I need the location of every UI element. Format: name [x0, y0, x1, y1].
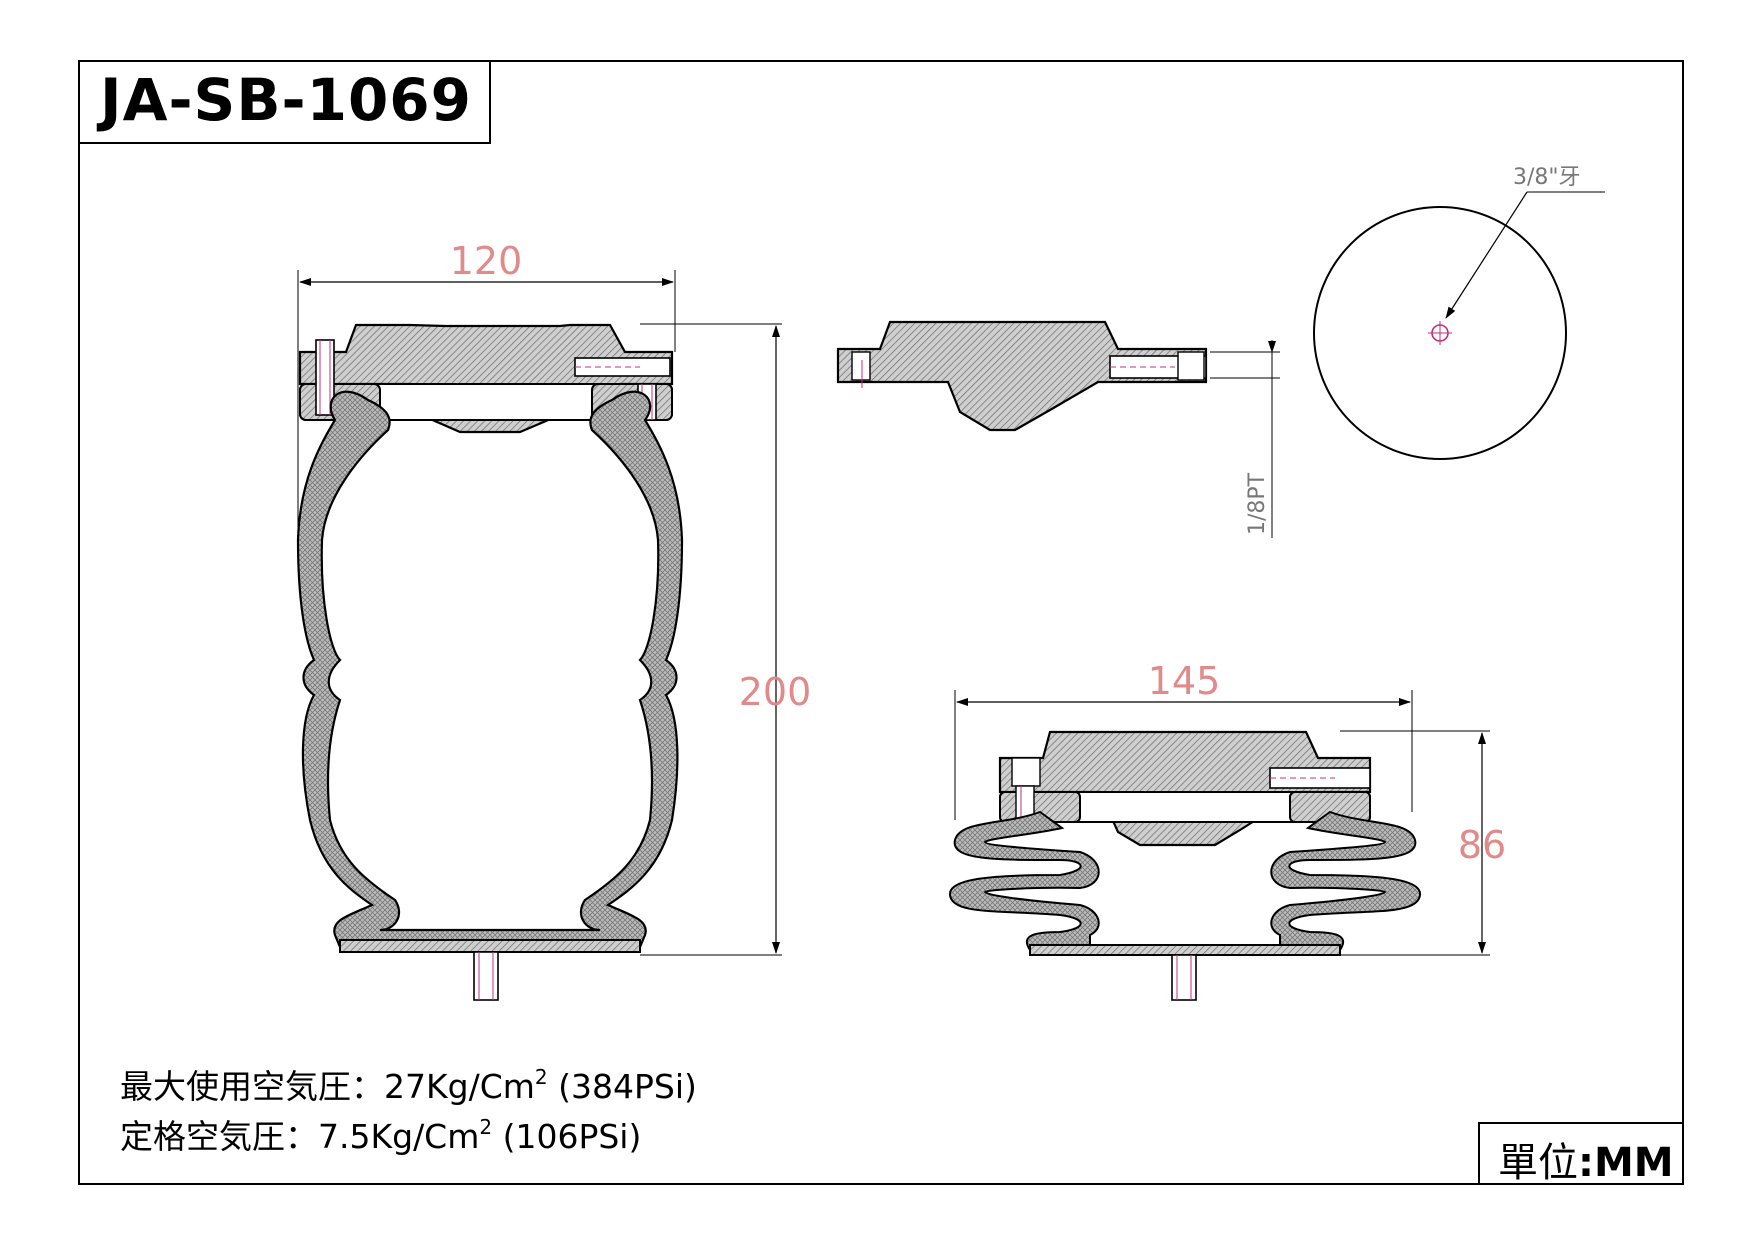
top-view-circle: 3/8"牙	[1313, 165, 1605, 460]
top-plate-detail: 1/8PT	[836, 320, 1280, 538]
fold-right	[1270, 810, 1421, 951]
front-view-compressed: 145 86	[949, 659, 1506, 1001]
compressed-stud	[1171, 954, 1197, 1001]
max-pressure-spec: 最大使用空気圧：27Kg/Cm2 (384PSi)	[120, 1060, 697, 1108]
unit-box: 單位:MM	[1478, 1122, 1684, 1188]
rated-pressure-spec: 定格空気圧：7.5Kg/Cm2 (106PSi)	[120, 1110, 641, 1158]
unit-value: :MM	[1578, 1140, 1674, 1186]
port-note: 1/8PT	[1245, 472, 1270, 535]
drawing-frame	[78, 60, 1684, 1185]
dim-height: 200	[739, 670, 812, 714]
max-pressure-sup: 2	[534, 1065, 548, 1089]
front-view-extended: 120 200	[296, 239, 812, 1001]
part-number-title: JA-SB-1069	[100, 66, 473, 134]
fold-left	[949, 810, 1100, 951]
dim-right-height: 86	[1458, 823, 1506, 867]
unit-text: 單位	[1498, 1140, 1578, 1186]
thread-note: 3/8"牙	[1513, 165, 1581, 190]
detail-plate	[836, 320, 1208, 432]
bottom-plate	[339, 939, 641, 953]
max-pressure-psi: (384PSi)	[547, 1067, 697, 1106]
rated-pressure-psi: (106PSi)	[492, 1117, 642, 1156]
dim-top-width: 120	[450, 239, 523, 283]
bottom-stud	[473, 951, 499, 1001]
title-box: JA-SB-1069	[78, 60, 491, 144]
rated-pressure-label: 定格空気圧：7.5Kg/Cm	[120, 1117, 480, 1156]
bellows-body	[296, 390, 684, 949]
plate-circle	[1313, 206, 1567, 460]
max-pressure-label: 最大使用空気圧：27Kg/Cm	[120, 1067, 535, 1106]
dim-right-width: 145	[1148, 659, 1221, 703]
rated-pressure-sup: 2	[479, 1115, 493, 1139]
unit-label: 單位:MM	[1498, 1130, 1674, 1188]
compressed-bottom-plate	[1029, 944, 1341, 956]
